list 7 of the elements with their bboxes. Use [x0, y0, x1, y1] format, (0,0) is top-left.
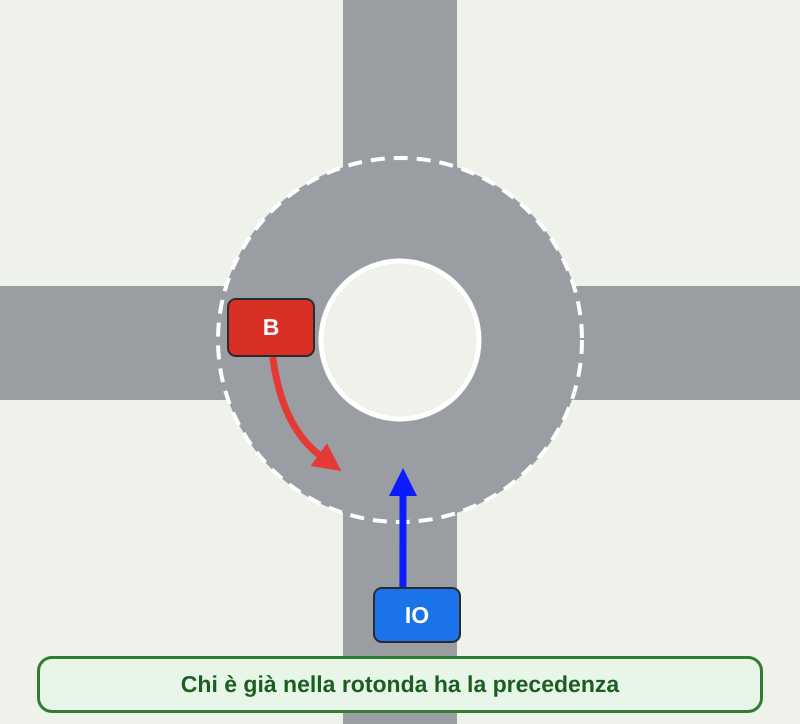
arrow — [389, 468, 417, 587]
arrow — [269, 356, 341, 472]
vehicle-box — [373, 587, 461, 643]
vehicle-label: B — [262, 316, 280, 339]
vehicle-label: IO — [404, 604, 430, 626]
vehicle-box — [227, 298, 315, 357]
caption: Chi è già nella rotonda ha la precedenza — [37, 656, 763, 713]
